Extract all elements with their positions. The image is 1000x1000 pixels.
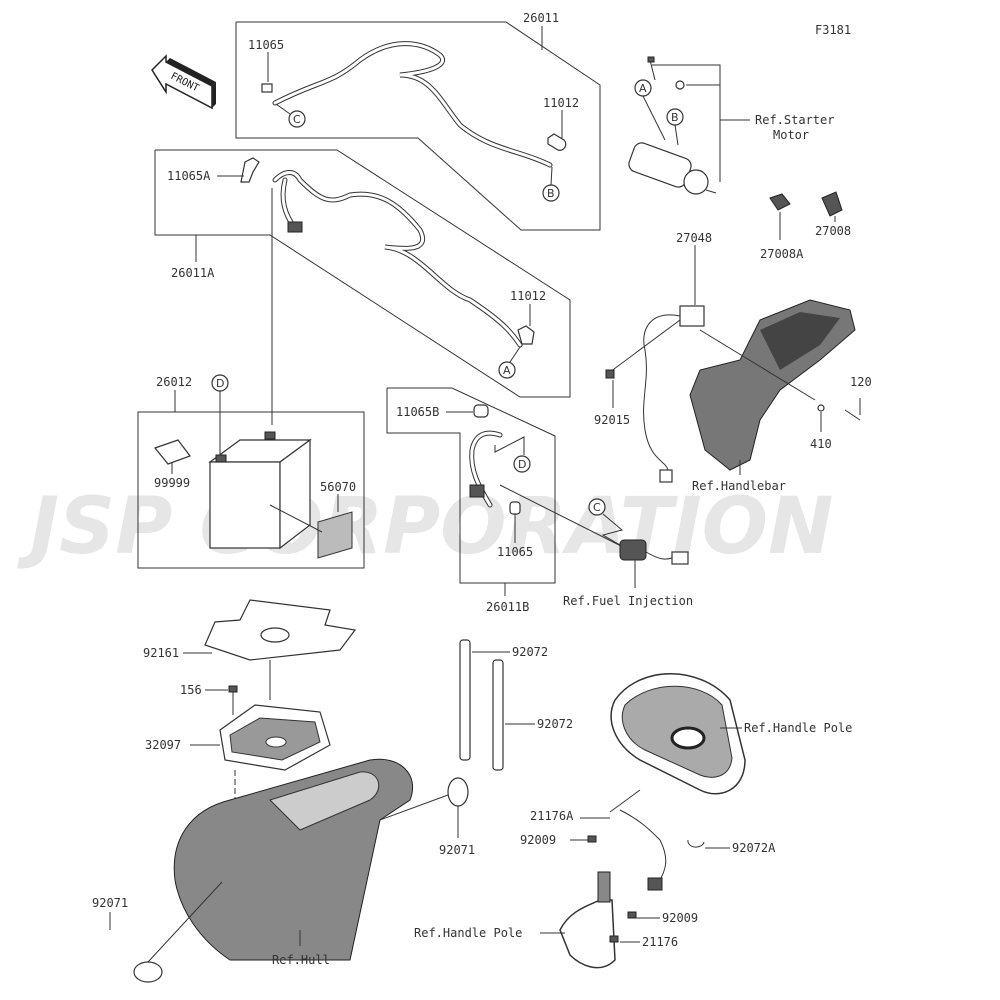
part-label-11065a: 11065A: [167, 169, 211, 183]
part-label-120: 120: [850, 375, 872, 389]
part-label-410: 410: [810, 437, 832, 451]
part-label-27008: 27008: [815, 224, 851, 238]
grommet-92071-b: [133, 961, 163, 983]
part-label-99999: 99999: [154, 476, 190, 490]
part-label-11012-top: 11012: [543, 96, 579, 110]
svg-text:C: C: [293, 113, 301, 126]
part-label-56070: 56070: [320, 480, 356, 494]
hull: [173, 758, 414, 961]
switch-27048: [679, 305, 705, 327]
strap-92072-a: [459, 639, 471, 761]
part-label-11012-mid: 11012: [510, 289, 546, 303]
front-arrow-icon: FRONT: [151, 54, 216, 110]
part-label-11065-top: 11065: [248, 38, 284, 52]
part-label-26012: 26012: [156, 375, 192, 389]
marker-c2: C: [588, 498, 606, 516]
battery-box-32097: [219, 704, 331, 771]
marker-b2: B: [542, 166, 560, 202]
part-label-92009-b: 92009: [662, 911, 698, 925]
screw-92009-a: [587, 835, 597, 843]
part-label-92009-a: 92009: [520, 833, 556, 847]
marker-d2: D: [513, 455, 531, 473]
part-label-26011b: 26011B: [486, 600, 529, 614]
part-label-92015: 92015: [594, 413, 630, 427]
part-label-92071-b: 92071: [92, 896, 128, 910]
clip-92072a: [687, 839, 705, 848]
cap-27008: [821, 191, 843, 217]
strap-92072-b: [492, 659, 504, 771]
terminal-cover-11012: [547, 133, 567, 151]
group-outline-26011: [235, 21, 601, 231]
connector: [469, 484, 485, 498]
terminal-cover-11012-mid: [517, 325, 535, 345]
figure-id: F3181: [815, 23, 851, 37]
marker-a1: A: [634, 79, 666, 141]
group-outline-26011b: [386, 387, 556, 584]
marker-a2: A: [498, 346, 521, 379]
sticker-99999: [153, 439, 191, 465]
part-label-92072-a: 92072: [512, 645, 548, 659]
connector: [659, 469, 673, 483]
handle-pole-plate: [610, 673, 746, 795]
svg-text:A: A: [503, 364, 511, 377]
fuel-injection-relay: [619, 539, 689, 565]
battery: [208, 431, 312, 550]
washer-410: [817, 404, 825, 412]
ref-handle-pole-2: Ref.Handle Pole: [414, 926, 522, 940]
marker-d1: D: [211, 374, 229, 455]
cap-27008a: [769, 193, 791, 211]
svg-text:D: D: [216, 377, 224, 390]
label-56070: [317, 511, 353, 559]
terminal-cap-11065: [261, 83, 273, 93]
ref-fuel-injection: Ref.Fuel Injection: [563, 594, 693, 608]
terminal-cap-11065a: [240, 157, 260, 183]
bracket-21176: [609, 935, 619, 943]
connector: [287, 221, 303, 233]
part-label-156: 156: [180, 683, 202, 697]
svg-text:B: B: [671, 111, 679, 124]
svg-text:D: D: [518, 458, 526, 471]
group-outline-26012: [137, 411, 365, 569]
part-label-92161: 92161: [143, 646, 179, 660]
terminal-cap-11065b: [473, 404, 489, 418]
watermark: JSP CORPORATION: [17, 482, 833, 572]
ref-handlebar: Ref.Handlebar: [692, 479, 786, 493]
group-outline-26011a: [154, 149, 571, 398]
connector: [647, 877, 663, 891]
part-label-26011: 26011: [523, 11, 559, 25]
ref-handle-pole-1: Ref.Handle Pole: [744, 721, 852, 735]
ref-hull: Ref.Hull: [272, 953, 330, 967]
part-label-21176: 21176: [642, 935, 678, 949]
part-label-11065b: 11065B: [396, 405, 439, 419]
starter-motor: [628, 142, 717, 195]
part-label-27008a: 27008A: [760, 247, 804, 261]
marker-b1: B: [666, 108, 684, 146]
part-label-26011a: 26011A: [171, 266, 215, 280]
part-label-21176a: 21176A: [530, 809, 574, 823]
ref-starter-motor-line2: Motor: [773, 128, 809, 142]
marker-c1: C: [275, 103, 306, 128]
screw-92009-b: [627, 911, 637, 919]
handlebar-housing: [689, 299, 856, 471]
part-label-32097: 32097: [145, 738, 181, 752]
handle-pole-lower: [559, 871, 616, 969]
ref-starter-motor-line1: Ref.Starter: [755, 113, 834, 127]
svg-text:C: C: [593, 501, 601, 514]
svg-text:B: B: [547, 187, 555, 200]
terminal-cap-11065-mid: [509, 501, 521, 515]
svg-text:A: A: [639, 82, 647, 95]
part-label-92072-b: 92072: [537, 717, 573, 731]
clamp-92015: [605, 369, 615, 379]
part-label-27048: 27048: [676, 231, 712, 245]
part-label-92072a: 92072A: [732, 841, 776, 855]
grommet-92071-a: [447, 777, 469, 807]
part-label-92071-a: 92071: [439, 843, 475, 857]
part-label-11065-mid: 11065: [497, 545, 533, 559]
